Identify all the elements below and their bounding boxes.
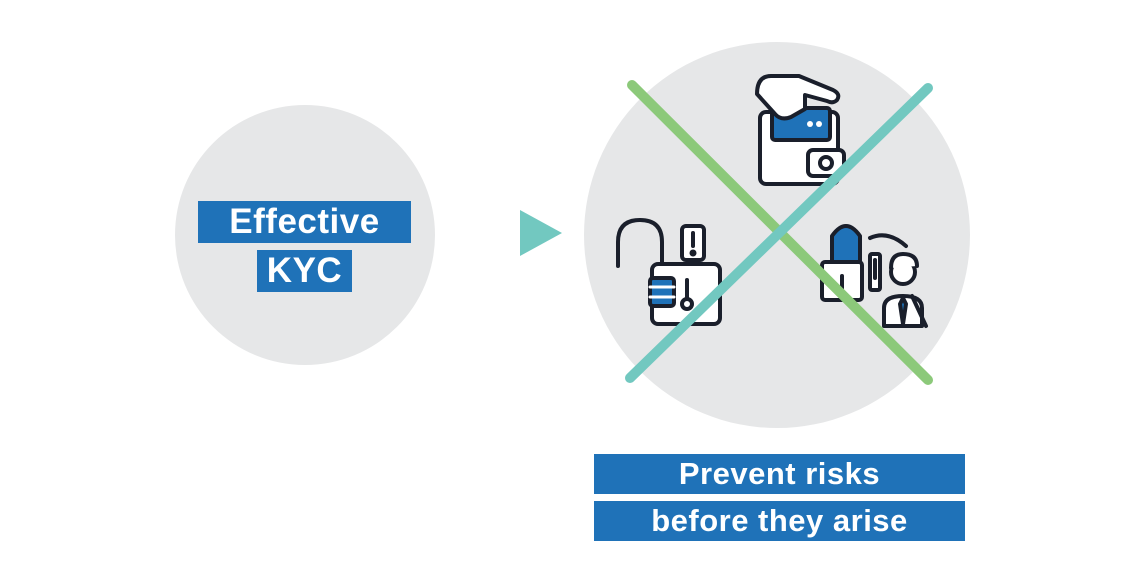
prevent-label-line1: Prevent risks [594, 454, 965, 494]
prevent-label-line2: before they arise [594, 501, 965, 541]
open-padlock-alert-icon [616, 218, 722, 326]
cross-out-icon [625, 80, 933, 385]
hacker-alert-businessman-icon [820, 224, 928, 328]
hand-wallet-card-icon [755, 74, 846, 186]
arrow-right-icon [454, 210, 562, 256]
kyc-label-line1: Effective [198, 201, 411, 243]
kyc-label-line2: KYC [257, 250, 352, 292]
